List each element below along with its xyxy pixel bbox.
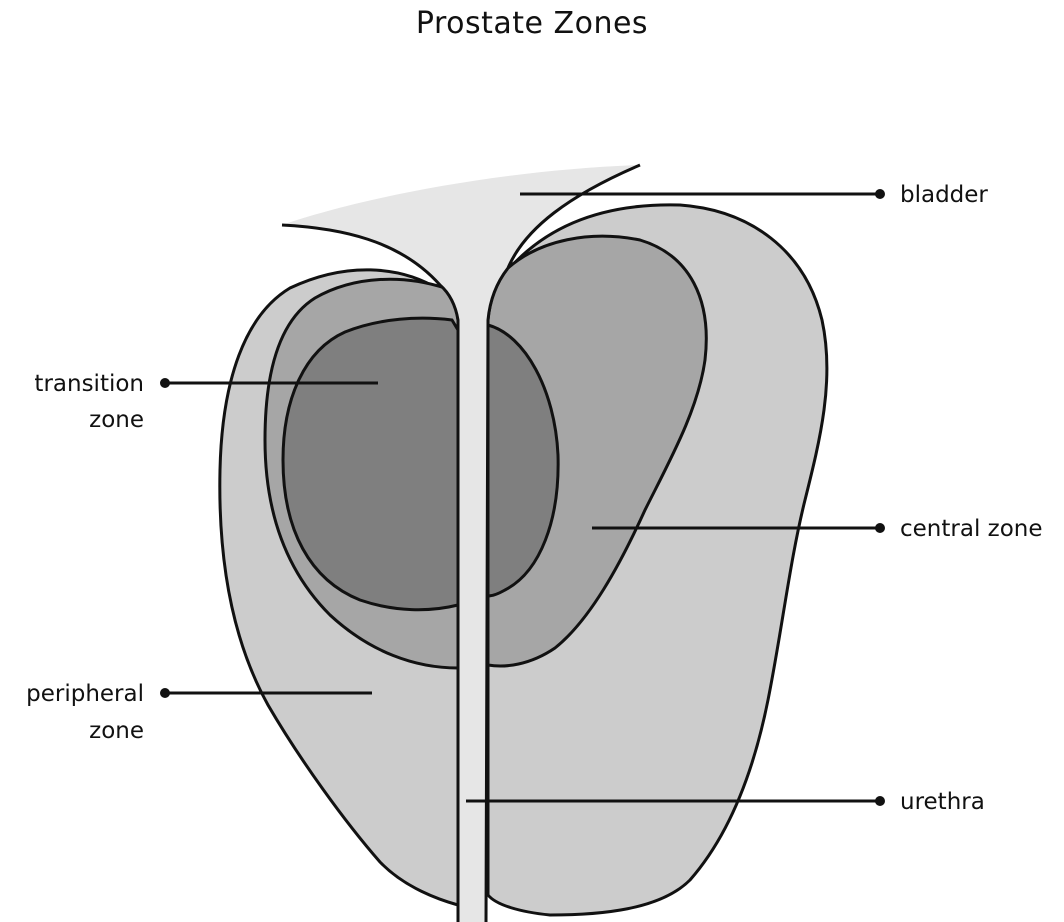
label-peripheral-zone-line1: peripheral xyxy=(26,681,144,707)
label-transition-zone-line2: zone xyxy=(89,407,144,433)
label-transition-zone-line1: transition xyxy=(34,371,144,397)
label-central-zone: central zone xyxy=(900,516,1043,542)
label-peripheral-zone-line2: zone xyxy=(89,718,144,744)
label-urethra: urethra xyxy=(900,789,985,815)
label-bladder: bladder xyxy=(900,182,988,208)
